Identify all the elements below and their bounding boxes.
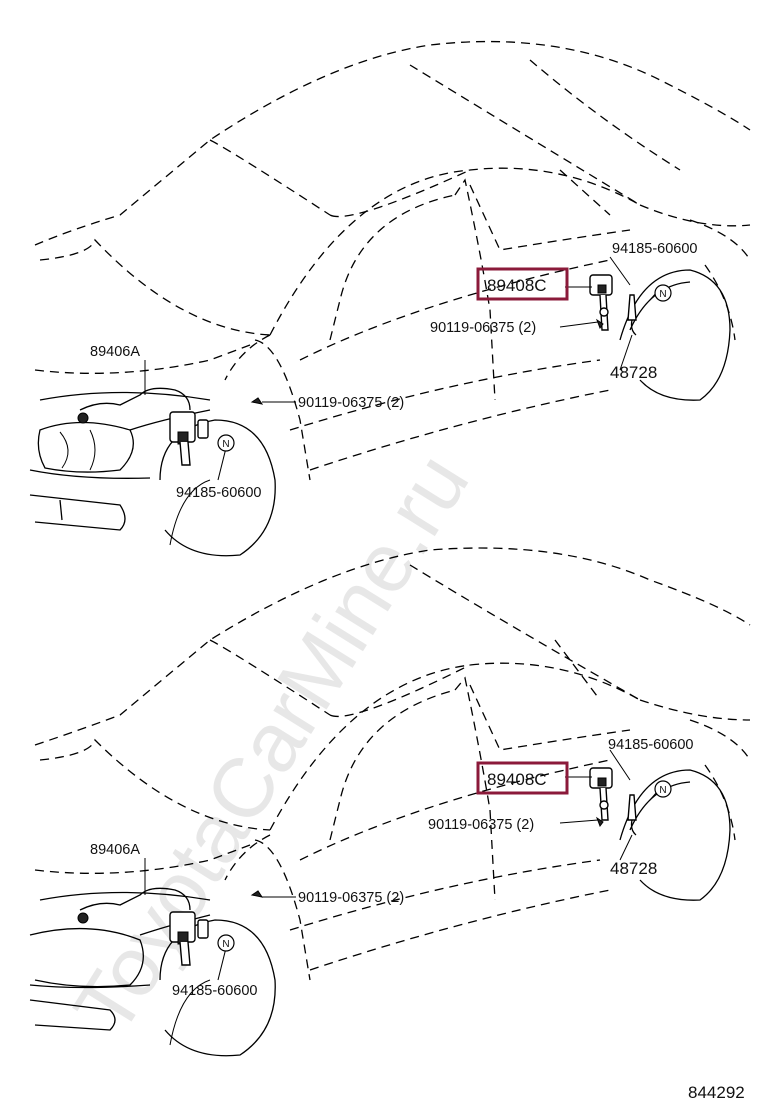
nut-marker-icon — [217, 934, 235, 952]
callout-nut-front[interactable]: 94185-60600 — [172, 983, 257, 999]
callout-48728[interactable]: 48728 — [610, 859, 657, 878]
callout-nut-front[interactable]: 94185-60600 — [176, 485, 261, 501]
nut-marker: N — [659, 289, 666, 300]
callout-bolt-front[interactable]: 90119-06375 (2) — [298, 890, 404, 906]
callout-48728[interactable]: 48728 — [610, 363, 657, 382]
bottom-car-view: N N 89406A 89408C 90119-06375 (2) 90119-… — [29, 547, 751, 1057]
highlight-box — [476, 267, 569, 301]
callout-89406a[interactable]: 89406A — [90, 344, 140, 360]
figure-id: 844292 — [688, 1083, 745, 1102]
callout-bolt-front[interactable]: 90119-06375 (2) — [298, 395, 404, 411]
callout-89406a[interactable]: 89406A — [90, 842, 140, 858]
callout-nut-rear[interactable]: 94185-60600 — [612, 241, 697, 257]
callout-89408c[interactable]: 89408C — [487, 276, 547, 295]
callout-bolt-rear[interactable]: 90119-06375 (2) — [428, 817, 534, 833]
nut-marker-icon — [654, 284, 672, 302]
top-car-view: N N 89406A 89408C 90119-06375 (2) 90119-… — [29, 40, 751, 557]
nut-marker: N — [659, 785, 666, 796]
nut-marker: N — [222, 439, 229, 450]
callout-nut-rear[interactable]: 94185-60600 — [608, 737, 693, 753]
nut-marker-icon — [217, 434, 235, 452]
callout-89408c[interactable]: 89408C — [487, 770, 547, 789]
nut-marker: N — [222, 939, 229, 950]
nut-marker-icon — [654, 780, 672, 798]
highlight-box — [476, 761, 569, 795]
callout-bolt-rear[interactable]: 90119-06375 (2) — [430, 320, 536, 336]
